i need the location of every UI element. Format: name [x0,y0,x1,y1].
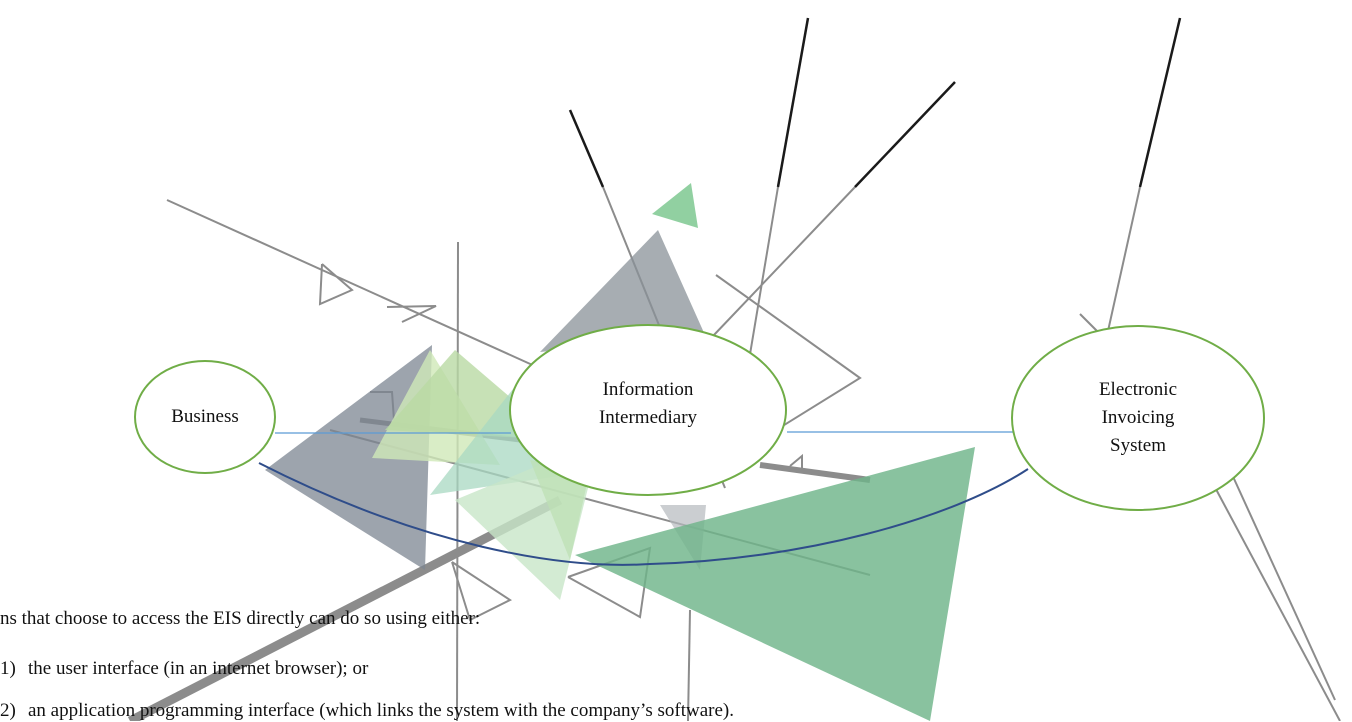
eis-label: Electronic Invoicing System [1058,376,1218,460]
intro-text: ns that choose to access the EIS directl… [0,608,481,629]
link-business-eis-curve [258,462,1029,566]
eis-label-line3: System [1110,435,1166,456]
list-item-1-text: the user interface (in an internet brows… [28,658,369,679]
list-item-2: 2) an application programming interface (… [0,700,734,722]
business-label: Business [135,403,275,431]
eis-node [1011,325,1265,511]
intermediary-label-line2: Intermediary [598,407,698,428]
intermediary-label: Information Intermediary [548,376,748,432]
business-node [134,360,276,474]
list-item-2-number: 2) [0,700,16,721]
intermediary-node [509,324,787,496]
eis-label-line2: Invoicing [1101,407,1175,428]
business-label-text: Business [171,406,239,427]
list-item-2-text: an application programming interface (wh… [28,700,734,721]
eis-label-line1: Electronic [1098,379,1178,400]
intermediary-label-line1: Information [602,379,694,400]
list-item-1: 1) the user interface (in an internet bro… [0,658,368,680]
list-item-1-number: 1) [0,658,16,679]
